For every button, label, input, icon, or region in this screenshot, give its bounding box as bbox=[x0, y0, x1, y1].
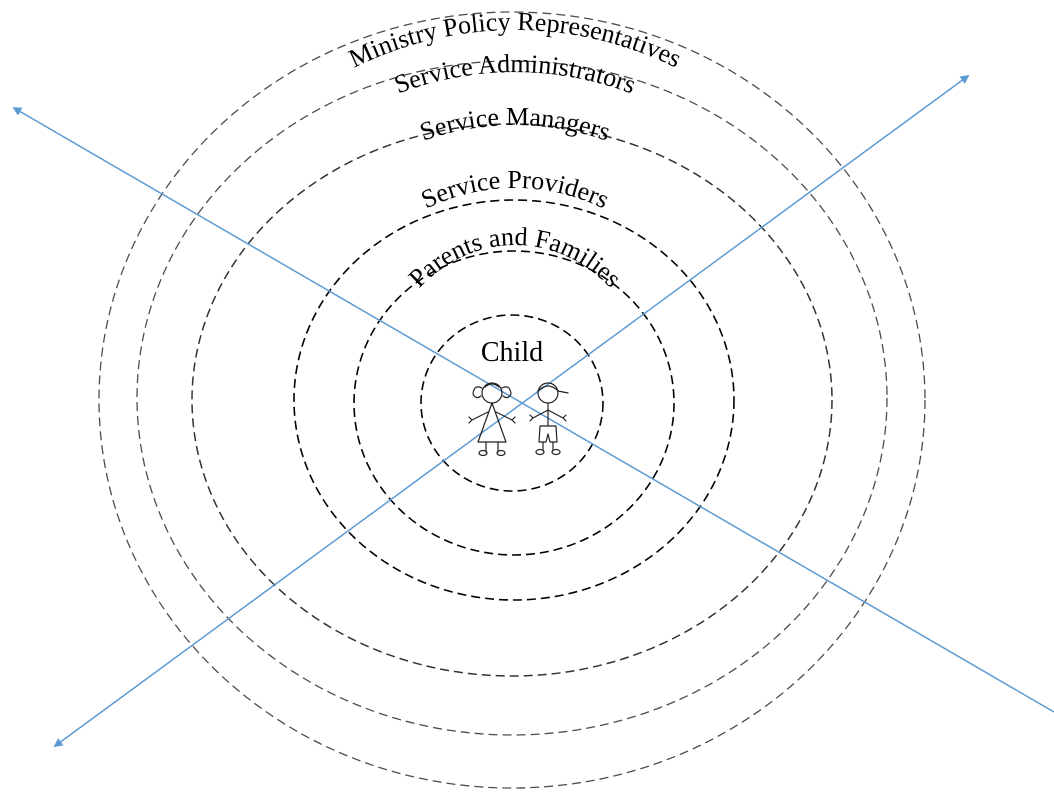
crossing-arrows bbox=[12, 74, 1054, 748]
arrow-diagonal-descending bbox=[12, 107, 1054, 713]
girl-figure-icon bbox=[468, 382, 516, 457]
label-service-managers: Service Managers bbox=[416, 102, 614, 146]
ring-parents-families bbox=[353, 250, 675, 556]
boy-figure-icon bbox=[529, 382, 569, 456]
arrow-diagonal-ascending bbox=[53, 74, 970, 748]
ring-service-managers bbox=[191, 123, 833, 677]
label-parents-families: Parents and Families bbox=[403, 222, 627, 293]
label-service-providers: Service Providers bbox=[417, 165, 614, 214]
ring-labels: Ministry Policy Representatives Service … bbox=[344, 7, 686, 368]
label-child: Child bbox=[481, 337, 543, 368]
ring-service-providers bbox=[293, 199, 735, 601]
label-service-administrators: Service Administrators bbox=[390, 49, 639, 99]
